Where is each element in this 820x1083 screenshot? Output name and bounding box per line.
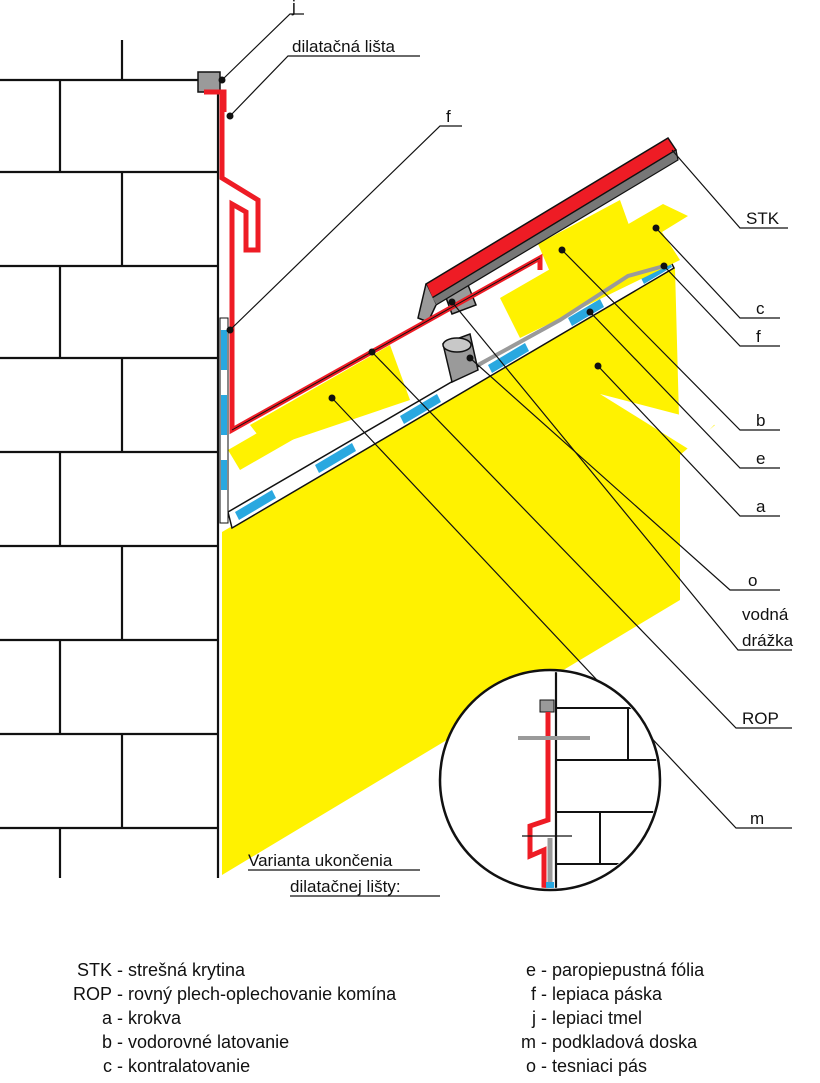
- expansion-strip-top: [204, 89, 227, 112]
- legend-item: b - vodorovné latovanie: [0, 1030, 396, 1054]
- label-f-top: f: [446, 107, 451, 126]
- legend-text: - lepiaci tmel: [536, 1008, 643, 1028]
- label-e: e: [756, 449, 765, 468]
- legend-key: j: [532, 1008, 536, 1028]
- label-o: o: [748, 571, 757, 590]
- legend-text: - tesniaci pás: [536, 1056, 648, 1076]
- legend-text: - vodorovné latovanie: [112, 1032, 290, 1052]
- label-variant-line1: Varianta ukončenia: [248, 851, 393, 870]
- label-a: a: [756, 497, 766, 516]
- legend-text: - rovný plech-oplechovanie komína: [112, 984, 397, 1004]
- legend-text: - krokva: [112, 1008, 182, 1028]
- wall-flashing-strip: [219, 317, 229, 524]
- label-rop: ROP: [742, 709, 779, 728]
- leader-lines: [221, 13, 792, 829]
- label-variant-line2: dilatačnej lišty:: [290, 877, 401, 896]
- legend-key: a: [101, 1008, 112, 1028]
- label-dilatacna-lista: dilatačná lišta: [292, 37, 396, 56]
- roof-chimney-flashing-diagram: j dilatačná lišta f STK c f b e a o vodn…: [0, 0, 794, 897]
- leader-dots: [218, 76, 668, 402]
- label-c: c: [756, 299, 765, 318]
- variant-detail-circle: [438, 668, 662, 892]
- label-j: j: [291, 0, 296, 16]
- counter-batten-c-upper: [500, 204, 688, 338]
- label-drazka: drážka: [742, 631, 794, 650]
- legend-text: - paropiepustná fólia: [536, 960, 705, 980]
- label-f-right: f: [756, 327, 761, 346]
- label-vodna: vodná: [742, 605, 789, 624]
- legend-item: m - podkladová doska: [518, 1030, 704, 1054]
- legend-item: c - kontralatovanie: [0, 1054, 396, 1078]
- legend-item: o - tesniaci pás: [518, 1054, 704, 1078]
- legend-item: a - krokva: [0, 1006, 396, 1030]
- legend-key: c: [103, 1056, 112, 1076]
- batten-b-block: [538, 200, 630, 272]
- legend-key: ROP: [72, 984, 112, 1004]
- legend-key: f: [530, 984, 536, 1004]
- legend-item: f - lepiaca páska: [518, 982, 704, 1006]
- legend-item: STK - strešná krytina: [0, 958, 396, 982]
- legend-item: ROP - rovný plech-oplechovanie komína: [0, 982, 396, 1006]
- label-b: b: [756, 411, 765, 430]
- legend-text: - strešná krytina: [112, 960, 246, 980]
- legend-item: j - lepiaci tmel: [518, 1006, 704, 1030]
- roof-covering-stk: [417, 136, 679, 323]
- legend-key: m: [521, 1032, 536, 1052]
- underlay-board-m-notch: [600, 394, 715, 450]
- legend-key: STK: [76, 960, 112, 980]
- legend-text: - podkladová doska: [536, 1032, 698, 1052]
- sealant-j-block: [197, 71, 221, 93]
- legend-key: b: [101, 1032, 112, 1052]
- legend-key: e: [525, 960, 536, 980]
- legend-key: o: [525, 1056, 536, 1076]
- legend-text: - lepiaca páska: [536, 984, 663, 1004]
- label-m: m: [750, 809, 764, 828]
- brick-wall: [0, 40, 220, 878]
- underlay-board-m: [222, 268, 715, 875]
- legend-text: - kontralatovanie: [112, 1056, 251, 1076]
- label-stk: STK: [746, 209, 780, 228]
- flashing-rop-outline: [231, 257, 541, 431]
- legend-item: e - paropiepustná fólia: [518, 958, 704, 982]
